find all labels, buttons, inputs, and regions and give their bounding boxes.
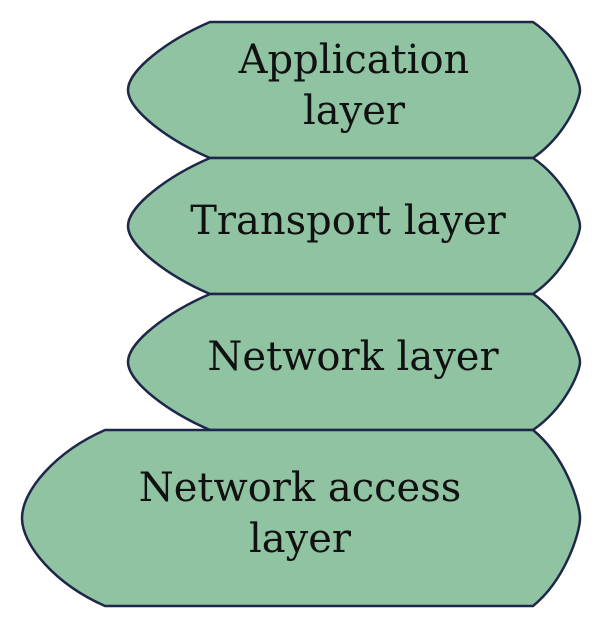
network-layer-label: Network layer — [207, 334, 499, 380]
network-access-layer-label: Network access layer — [138, 465, 462, 562]
transport-layer-label: Transport layer — [190, 198, 506, 244]
network-access-layer-shape — [20, 428, 582, 608]
application-layer-label: Application layer — [238, 37, 470, 134]
